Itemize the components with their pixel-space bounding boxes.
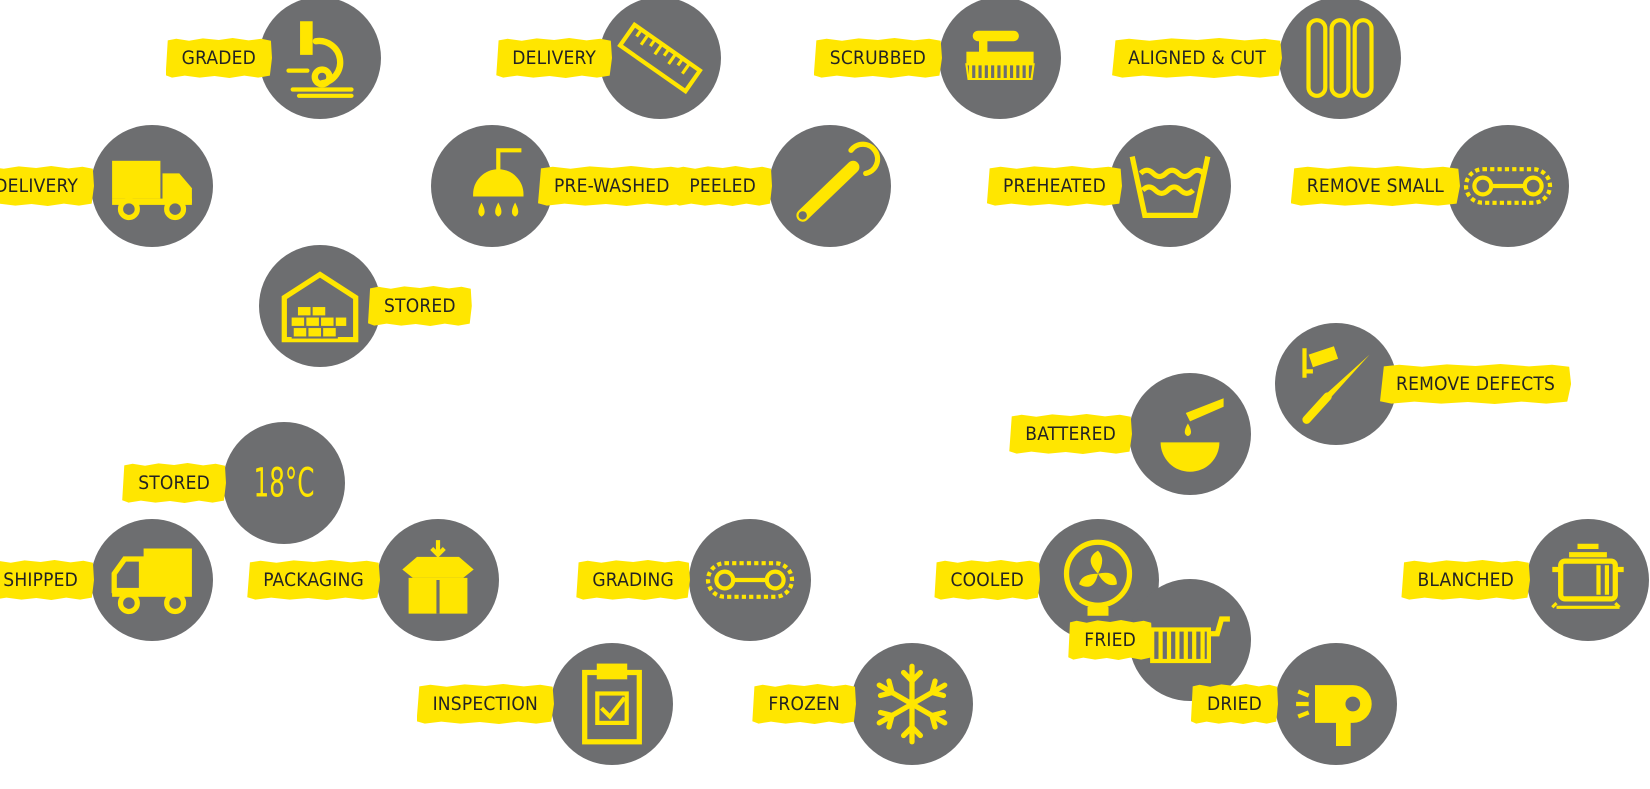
step-label: SCRUBBED bbox=[813, 38, 942, 78]
snowflake-icon bbox=[876, 663, 948, 745]
step-circle bbox=[1275, 323, 1397, 445]
step-circle bbox=[1279, 0, 1401, 119]
step-circle bbox=[851, 643, 973, 765]
step-circle bbox=[939, 0, 1061, 119]
step-label: REMOVE SMALL bbox=[1290, 166, 1460, 206]
step-label: PRE-WASHED bbox=[538, 166, 686, 206]
step-circle bbox=[599, 0, 721, 119]
step-label: GRADING bbox=[576, 560, 690, 600]
step-label: DELIVERY bbox=[0, 166, 94, 206]
step-circle bbox=[1275, 643, 1397, 765]
step-circle bbox=[431, 125, 553, 247]
step-label: DELIVERY bbox=[496, 38, 612, 78]
step-circle bbox=[377, 519, 499, 641]
step-circle bbox=[1447, 125, 1569, 247]
camera-knife-icon bbox=[1302, 346, 1370, 424]
step-label: COOLED bbox=[934, 560, 1040, 600]
step-circle bbox=[551, 643, 673, 765]
step-label: DRIED bbox=[1190, 684, 1278, 724]
step-label: FROZEN bbox=[752, 684, 856, 724]
delivery-truck-icon bbox=[112, 160, 192, 221]
microscope-icon bbox=[286, 21, 354, 98]
shipping-truck-icon bbox=[111, 548, 192, 615]
step-circle bbox=[259, 0, 381, 119]
shower-icon bbox=[473, 148, 524, 217]
box-icon bbox=[402, 540, 474, 614]
hair-dryer-icon bbox=[1296, 685, 1372, 746]
step-circle: 18°C bbox=[223, 422, 345, 544]
scrub-brush-icon bbox=[965, 30, 1035, 81]
step-label: ALIGNED & CUT bbox=[1112, 38, 1282, 78]
peeler-icon bbox=[796, 141, 881, 222]
warehouse-icon bbox=[281, 271, 359, 343]
cooking-pot-icon bbox=[1551, 543, 1624, 609]
conveyor-belt-icon bbox=[705, 561, 795, 599]
step-label: PACKAGING bbox=[247, 560, 380, 600]
step-circle bbox=[1109, 125, 1231, 247]
step-circle bbox=[259, 245, 381, 367]
step-label: BATTERED bbox=[1009, 414, 1132, 454]
temperature-icon: 18°C bbox=[254, 461, 315, 507]
step-circle bbox=[91, 125, 213, 247]
step-label: FRIED bbox=[1068, 620, 1152, 660]
step-label: INSPECTION bbox=[416, 684, 554, 724]
step-label: SHIPPED bbox=[0, 560, 94, 600]
step-label: STORED bbox=[122, 463, 226, 503]
step-label: GRADED bbox=[165, 38, 272, 78]
water-bath-icon bbox=[1129, 156, 1211, 219]
step-label: STORED bbox=[368, 286, 472, 326]
batter-bowl-icon bbox=[1160, 398, 1224, 472]
step-label: PEELED bbox=[673, 166, 772, 206]
step-label: REMOVE DEFECTS bbox=[1380, 364, 1572, 404]
ruler-icon bbox=[617, 21, 703, 95]
clipboard-check-icon bbox=[582, 663, 642, 745]
step-circle bbox=[1129, 373, 1251, 495]
step-circle bbox=[689, 519, 811, 641]
step-circle bbox=[769, 125, 891, 247]
potato-strips-icon bbox=[1306, 18, 1374, 98]
conveyor-belt-icon bbox=[1463, 167, 1553, 205]
temperature-reading: 18°C bbox=[254, 461, 315, 507]
fryer-basket-icon bbox=[1150, 616, 1230, 664]
step-label: BLANCHED bbox=[1401, 560, 1530, 600]
fan-icon bbox=[1063, 539, 1133, 616]
step-label: PREHEATED bbox=[986, 166, 1122, 206]
step-circle bbox=[1527, 519, 1649, 641]
step-circle bbox=[91, 519, 213, 641]
